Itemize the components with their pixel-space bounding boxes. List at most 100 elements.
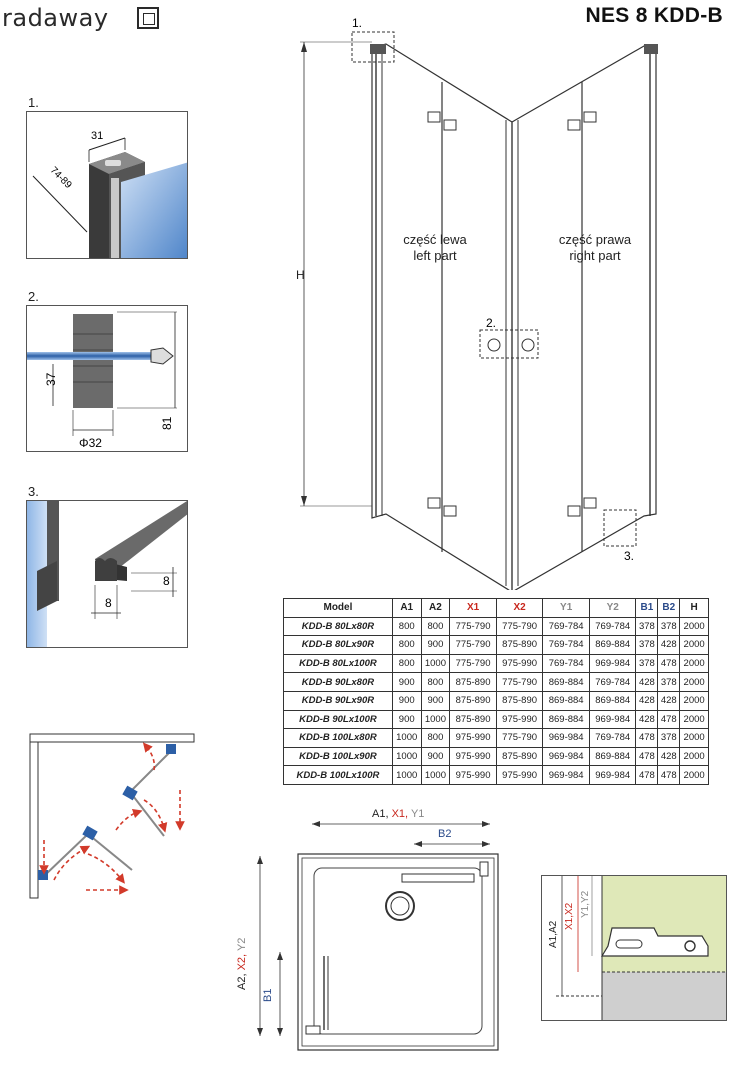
table-cell: 800 [391, 635, 422, 655]
model-title: NES 8 KDD-B [585, 4, 723, 27]
header-b1: B1 [635, 598, 659, 618]
table-cell: 975-990 [495, 765, 544, 785]
plan-top-x1: X1, [391, 808, 409, 820]
table-cell: 1000 [391, 746, 422, 767]
detail-2-dim-total: 81 [160, 416, 174, 430]
table-cell: 900 [420, 746, 451, 767]
plan-top-y1: Y1 [410, 808, 425, 820]
header-a2: A2 [420, 598, 451, 618]
detail-2-drawing: 81 37 Φ32 [27, 311, 177, 450]
table-cell: 775-790 [495, 728, 544, 748]
table-cell-model: KDD-B 90Lx90R [283, 690, 393, 711]
table-cell: 800 [420, 728, 451, 748]
plan-top-b2: B2 [438, 828, 452, 840]
table-cell: 900 [420, 635, 451, 655]
detail-2-dim-h: 37 [44, 372, 58, 386]
detail-2-dim-dia: Φ32 [79, 436, 102, 450]
table-cell: 869-884 [542, 709, 590, 730]
table-cell: 2000 [679, 672, 709, 692]
detail-3-frame: 8 8 [26, 500, 188, 648]
table-cell: 428 [657, 746, 681, 767]
table-cell: 2000 [679, 728, 709, 748]
table-cell-model: KDD-B 100Lx80R [283, 728, 393, 748]
table-cell: 428 [657, 635, 681, 655]
table-cell: 875-890 [495, 746, 544, 767]
table-cell: 378 [635, 635, 659, 655]
table-cell: 1000 [420, 709, 451, 730]
table-cell: 969-984 [542, 765, 590, 785]
table-cell: 378 [657, 616, 681, 637]
header-h: H [679, 598, 709, 618]
table-cell: 428 [635, 709, 659, 730]
table-cell: 975-990 [495, 653, 544, 674]
table-cell-model: KDD-B 80Lx100R [283, 653, 393, 674]
table-cell: 775-790 [495, 672, 544, 692]
section-x1x2: X1,X2 [564, 902, 575, 930]
table-cell: 969-984 [588, 709, 637, 730]
plan-side-y2: Y2 [236, 937, 248, 952]
table-cell: 478 [635, 765, 659, 785]
table-cell: 769-784 [542, 653, 590, 674]
header-model: Model [283, 598, 393, 618]
table-cell: 769-784 [588, 672, 637, 692]
table-cell: 975-990 [449, 728, 497, 748]
detail-1-label: 1. [28, 95, 39, 110]
table-cell: 969-984 [588, 653, 637, 674]
table-cell: 869-884 [588, 635, 637, 655]
table-cell: 775-790 [449, 653, 497, 674]
plan-side-dim-label: A2, X2, Y2 [236, 938, 250, 1070]
table-cell: 769-784 [588, 616, 637, 637]
table-cell: 875-890 [495, 690, 544, 711]
table-cell: 1000 [391, 765, 422, 785]
table-cell: 900 [391, 672, 422, 692]
table-cell: 378 [657, 672, 681, 692]
table-cell-model: KDD-B 100Lx100R [283, 765, 393, 785]
table-cell: 428 [657, 690, 681, 711]
header-b2: B2 [657, 598, 681, 618]
right-part-en: right part [569, 248, 621, 263]
detail-3-dim-h: 8 [163, 574, 170, 588]
table-cell: 869-884 [588, 746, 637, 767]
plan-top-dim-label: A1, X1, Y1 [372, 808, 424, 820]
table-cell: 969-984 [542, 728, 590, 748]
table-cell-model: KDD-B 80Lx80R [283, 616, 393, 637]
header-y1: Y1 [542, 598, 590, 618]
header-x2: X2 [495, 598, 544, 618]
header-y2: Y2 [588, 598, 637, 618]
plan-top-a1: A1, [372, 808, 389, 820]
table-cell: 975-990 [495, 709, 544, 730]
detail-1-dim-diag: 74-89 [48, 165, 74, 191]
table-cell: 969-984 [588, 765, 637, 785]
header-a1: A1 [391, 598, 422, 618]
section-a1a2: A1,A2 [548, 920, 559, 948]
detail-3-label: 3. [28, 484, 39, 499]
table-cell: 1000 [420, 653, 451, 674]
table-cell: 428 [635, 690, 659, 711]
table-cell: 775-790 [449, 635, 497, 655]
detail-3-dim-w: 8 [105, 596, 112, 610]
table-cell: 869-884 [542, 672, 590, 692]
detail-3-drawing: 8 8 [27, 501, 187, 647]
table-cell: 478 [657, 709, 681, 730]
callout-3-label: 3. [624, 549, 634, 563]
table-cell: 2000 [679, 616, 709, 637]
table-cell: 875-890 [449, 709, 497, 730]
section-y1y2: Y1,Y2 [580, 890, 591, 918]
detail-1-frame: 31 74-89 [26, 111, 188, 259]
height-label: H [296, 268, 305, 282]
table-cell: 378 [635, 653, 659, 674]
table-cell: 1000 [420, 765, 451, 785]
enclosure-elevation-drawing: 1. 2. 3. [300, 16, 658, 590]
section-view-frame [541, 875, 727, 1021]
table-cell: 875-890 [449, 690, 497, 711]
table-cell: 875-890 [449, 672, 497, 692]
left-part-en: left part [413, 248, 457, 263]
table-cell: 2000 [679, 635, 709, 655]
